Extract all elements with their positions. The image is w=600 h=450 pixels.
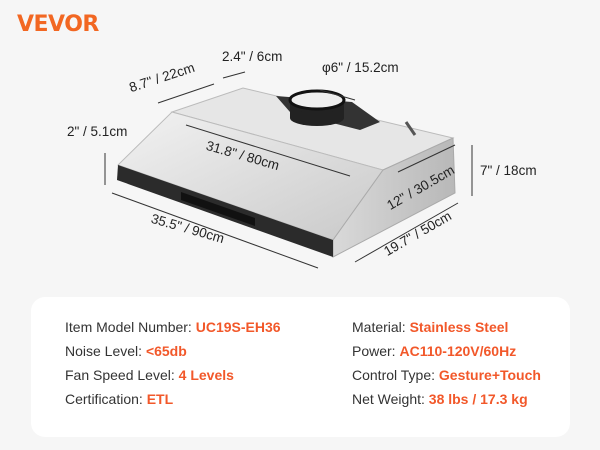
spec-certification: Certification: ETL <box>65 391 174 407</box>
spec-model: Item Model Number: UC19S-EH36 <box>65 319 281 335</box>
dim-duct-plate-width: 2.4" / 6cm <box>222 49 283 64</box>
spec-fan-speed: Fan Speed Level: 4 Levels <box>65 367 234 383</box>
dim-duct-diameter: φ6" / 15.2cm <box>322 60 399 75</box>
control-panel <box>181 192 255 226</box>
spec-net-weight: Net Weight: 38 lbs / 17.3 kg <box>352 391 528 407</box>
spec-noise: Noise Level: <65db <box>65 343 187 359</box>
damper-lever <box>404 121 417 136</box>
dim-total-height: 7" / 18cm <box>480 163 537 178</box>
spec-material: Material: Stainless Steel <box>352 319 509 335</box>
brand-logo: VEVOR <box>17 12 99 37</box>
dim-front-height: 2" / 5.1cm <box>67 124 128 139</box>
spec-control-type: Control Type: Gesture+Touch <box>352 367 541 383</box>
specs-card: Item Model Number: UC19S-EH36 Noise Leve… <box>31 297 570 437</box>
dimension-lines <box>104 71 473 269</box>
spec-power: Power: AC110-120V/60Hz <box>352 343 517 359</box>
hood-body <box>117 87 456 258</box>
